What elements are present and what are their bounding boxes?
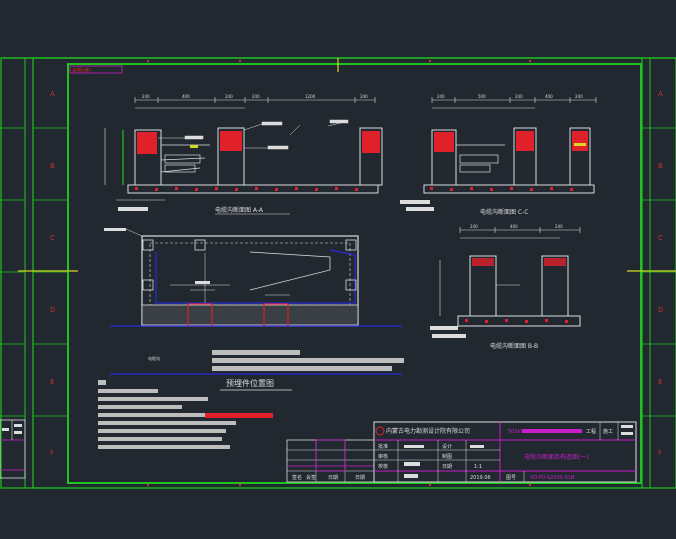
drawing-frame [0, 57, 676, 489]
row-label: 校核 [378, 463, 388, 470]
main-title-block: 内蒙古电力勘测设计院有限公司 500kV 工程 施工 批准 审核 校核 设计 制… [373, 421, 637, 483]
company-name: 内蒙古电力勘测设计院有限公司 [386, 427, 470, 435]
svg-text:240: 240 [142, 94, 150, 99]
col-label: 设计 [442, 443, 452, 450]
svg-text:240: 240 [225, 94, 233, 99]
section-b-b: 240 400 240 电缆沟断面图 B-B [430, 224, 581, 350]
row-letter: C [658, 234, 663, 242]
row-label: 审核 [378, 453, 388, 460]
sig-label: 会签 [306, 474, 316, 481]
date: 2019.06 [470, 475, 491, 481]
note-tag-box [69, 65, 123, 74]
notes-block [98, 380, 273, 449]
row-letter: B [658, 162, 663, 170]
side-note: 电缆沟 [148, 355, 160, 361]
stage: 施工 [603, 428, 613, 435]
section-c-c: 240 500 240 400 240 电缆沟断面图 C-C [400, 94, 597, 216]
row-letter: D [50, 306, 55, 314]
svg-text:400: 400 [545, 94, 553, 99]
row-index-left: A B C D E F [50, 90, 55, 457]
svg-text:240: 240 [360, 94, 368, 99]
svg-text:240: 240 [515, 94, 523, 99]
drawing-number: XD-F0-S2005-01B [530, 475, 575, 481]
row-letter: E [50, 378, 54, 386]
sig-label: 签名 [292, 474, 302, 481]
svg-text:240: 240 [437, 94, 445, 99]
row-letter: F [50, 449, 54, 457]
svg-text:400: 400 [182, 94, 190, 99]
project-prefix: 500kV [508, 429, 524, 435]
row-letter: E [658, 378, 662, 386]
section-b-title: 电缆沟断面图 B-B [490, 342, 538, 350]
row-letter: F [658, 449, 662, 457]
col-label: 日期 [442, 464, 452, 470]
row-letter: C [50, 234, 55, 242]
embedded-parts-plan: 电缆沟 预埋件位置图 [104, 228, 404, 391]
svg-text:240: 240 [555, 224, 563, 229]
drawing-no-label: 图号 [506, 475, 516, 481]
svg-text:400: 400 [510, 224, 518, 229]
row-letter: A [50, 90, 55, 98]
svg-text:240: 240 [575, 94, 583, 99]
row-index-right: A B C D E F [658, 90, 663, 457]
scale: 1:1 [474, 464, 482, 470]
left-partial-title-block [0, 419, 26, 479]
section-a-title: 电缆沟断面图 A-A [215, 206, 264, 214]
sig-label: 日期 [355, 475, 365, 481]
section-a-a: 240 400 240 240 1200 240 [104, 94, 383, 215]
svg-text:240: 240 [470, 224, 478, 229]
drawing-title: 电缆沟断面及构造图(一) [524, 453, 589, 461]
row-label: 批准 [378, 443, 388, 450]
row-letter: B [50, 162, 55, 170]
svg-text:500: 500 [478, 94, 486, 99]
signature-block: 签名 会签 日期 日期 [286, 439, 375, 483]
plan-title: 预埋件位置图 [226, 378, 274, 388]
row-letter: D [658, 306, 663, 314]
row-letter: A [658, 90, 663, 98]
col-label: 制图 [442, 453, 452, 460]
project-suffix: 工程 [586, 428, 596, 435]
svg-text:1200: 1200 [305, 94, 316, 99]
svg-text:240: 240 [252, 94, 260, 99]
section-c-title: 电缆沟断面图 C-C [480, 208, 528, 216]
sig-label: 日期 [328, 475, 338, 481]
column-ticks [146, 59, 532, 487]
note-tag: 说明(续) [72, 67, 91, 74]
